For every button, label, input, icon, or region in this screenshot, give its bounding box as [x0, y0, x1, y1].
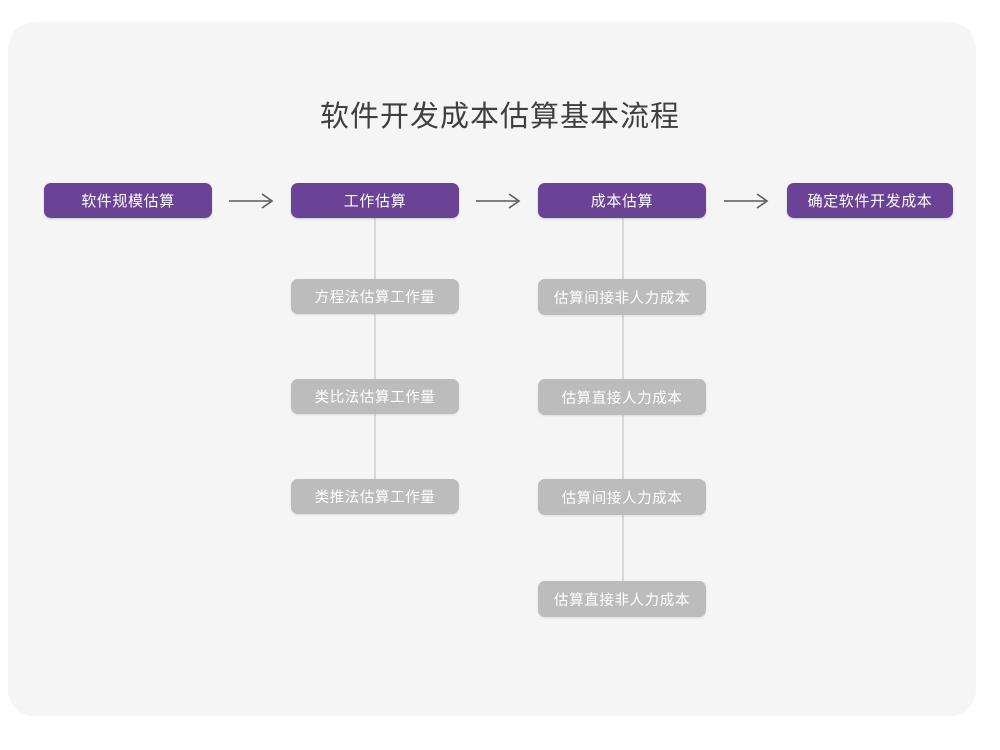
node-label: 工作估算	[343, 193, 407, 210]
node-label: 类比法估算工作量	[314, 390, 436, 406]
node-indirect-labor-cost[interactable]: 估算间接人力成本	[538, 479, 706, 515]
diagram-panel	[8, 22, 976, 716]
node-label: 软件规模估算	[81, 193, 175, 210]
node-label: 估算间接人力成本	[561, 490, 683, 507]
node-direct-nonlabor-cost[interactable]: 估算直接非人力成本	[538, 581, 706, 617]
node-label: 估算直接非人力成本	[554, 592, 690, 609]
node-indirect-nonlabor-cost[interactable]: 估算间接非人力成本	[538, 279, 706, 315]
node-cost-estimation[interactable]: 成本估算	[538, 183, 706, 218]
node-label: 类推法估算工作量	[314, 490, 436, 506]
node-determine-development-cost[interactable]: 确定软件开发成本	[787, 183, 953, 218]
connector-line-column-1	[374, 217, 376, 500]
node-direct-labor-cost[interactable]: 估算直接人力成本	[538, 379, 706, 415]
arrow-right-icon-1	[228, 189, 276, 213]
node-label: 方程法估算工作量	[314, 290, 436, 306]
node-label: 估算直接人力成本	[561, 390, 683, 407]
node-analogy-method-effort[interactable]: 类比法估算工作量	[291, 379, 459, 414]
node-label: 成本估算	[590, 193, 654, 210]
node-equation-method-effort[interactable]: 方程法估算工作量	[291, 279, 459, 314]
node-inference-method-effort[interactable]: 类推法估算工作量	[291, 479, 459, 514]
arrow-right-icon-3	[723, 189, 771, 213]
page-title: 软件开发成本估算基本流程	[319, 101, 680, 133]
node-label: 确定软件开发成本	[807, 193, 933, 210]
node-software-scale-estimation[interactable]: 软件规模估算	[44, 183, 212, 218]
arrow-right-icon-2	[475, 189, 523, 213]
node-work-estimation[interactable]: 工作估算	[291, 183, 459, 218]
node-label: 估算间接非人力成本	[554, 290, 690, 307]
